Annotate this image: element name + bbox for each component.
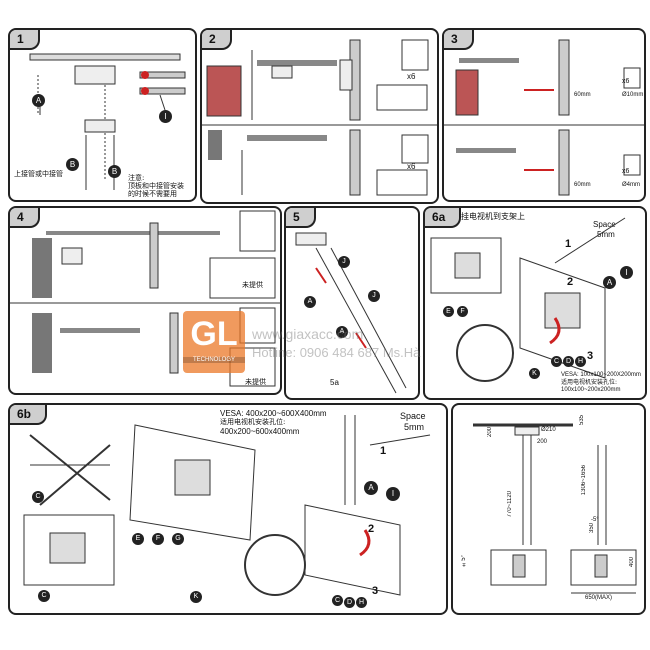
marker-h: H: [356, 597, 367, 608]
marker-e: E: [443, 306, 454, 317]
marker-c: C: [32, 491, 44, 503]
watermark-site: www.giaxacc.com: [252, 326, 364, 342]
dim-60mm: 60mm: [574, 182, 591, 188]
marker-1: 1: [565, 238, 572, 250]
marker-i: I: [386, 487, 400, 501]
marker-b: B: [66, 158, 79, 171]
vesa-note: 适用电视机安装孔位:: [561, 379, 618, 386]
marker-f: F: [457, 306, 468, 317]
note-right-2: 顶板和中接管安装: [128, 182, 184, 190]
step-5-illustration: [295, 232, 407, 394]
marker-j: J: [338, 256, 350, 268]
marker-e: E: [132, 533, 144, 545]
qty-x6: x6: [407, 72, 416, 81]
step-5-panel: 5 J A J A 5a: [284, 206, 420, 400]
dim-ceiling-diameter: Ø210: [541, 427, 556, 433]
marker-a: A: [304, 296, 316, 308]
marker-j: J: [368, 290, 380, 302]
dim-400: 400: [629, 557, 635, 568]
marker-b: B: [108, 165, 121, 178]
watermark-hotline: Hotline: 0906 484 687 Ms.Hà: [252, 345, 421, 360]
space-value: 5mm: [404, 422, 424, 432]
marker-3: 3: [372, 585, 379, 597]
dim-200-vertical: 200: [487, 427, 493, 438]
qty-x6: x6: [622, 168, 630, 175]
step-number: 3: [444, 30, 474, 50]
marker-a: A: [32, 94, 45, 107]
step-6a-panel: 6a 挂电视机到支架上 Space 5mm 1 2 3 A I E F K C …: [423, 206, 647, 400]
marker-2: 2: [567, 276, 574, 288]
step-2-panel: 2 x6 x6: [200, 28, 439, 204]
marker-d: D: [563, 356, 574, 367]
marker-k: K: [529, 368, 540, 379]
step-6b-panel: 6b VESA: 400x200~600X400mm 适用电视机安装孔位: 40…: [8, 403, 448, 615]
dim-770-1120: 770~1120: [507, 491, 513, 518]
marker-a: A: [364, 481, 378, 495]
marker-f: F: [152, 533, 164, 545]
dimensions-panel: Ø210 535 200 200 1306~1656 770~1120 350 …: [451, 403, 646, 615]
dim-200-horizontal: 200: [537, 439, 548, 445]
vesa-spec: VESA: 100x100~200X200mm: [561, 372, 641, 378]
step-1-illustration: [29, 53, 186, 190]
dim-535: 535: [579, 415, 585, 426]
step-number: 6b: [10, 405, 48, 425]
tilt-angle-2: -5°: [591, 517, 599, 523]
marker-c: C: [551, 356, 562, 367]
marker-3: 3: [587, 350, 594, 362]
logo-tech: TECHNOLOGY: [183, 357, 245, 363]
step-number: 2: [202, 30, 232, 50]
dim-hole: Ø10mm: [622, 92, 644, 98]
marker-d: D: [344, 597, 355, 608]
qty-x6: x6: [407, 162, 416, 171]
sub-step-5a: 5a: [330, 378, 339, 387]
step-6b-illustration: [23, 415, 431, 596]
step-6a-illustration: [430, 217, 626, 382]
not-provided-label: 未提供: [242, 281, 263, 289]
marker-k: K: [190, 591, 202, 603]
vesa-holes: 400x200~600x400mm: [220, 427, 300, 436]
dim-hole: Ø4mm: [622, 182, 640, 188]
space-label: Space: [593, 220, 616, 229]
note-left: 上接管或中接管: [14, 170, 63, 178]
step-2-illustration: [202, 39, 437, 196]
vesa-note: 适用电视机安装孔位:: [220, 418, 286, 426]
step-number: 6a: [425, 208, 462, 228]
marker-2: 2: [368, 523, 375, 535]
marker-1: 1: [380, 445, 387, 457]
watermark-logo: GL TECHNOLOGY: [183, 311, 245, 373]
logo-text: GL: [190, 315, 238, 353]
space-value: 5mm: [597, 230, 615, 239]
step-number: 1: [10, 30, 40, 50]
step-number: 4: [10, 208, 40, 228]
vesa-holes: 100x100~200x200mm: [561, 387, 621, 393]
dim-1306-1656: 1306~1656: [581, 465, 587, 496]
marker-h: H: [575, 356, 586, 367]
dim-60mm: 60mm: [574, 92, 591, 98]
marker-a: A: [336, 326, 348, 338]
dim-650-max: 650(MAX): [585, 595, 613, 601]
step-number: 5: [286, 208, 316, 228]
note-right-1: 注意:: [128, 174, 145, 182]
step-3-panel: 3 60mm Ø10mm x6 60mm Ø4mm x6: [442, 28, 646, 202]
marker-i: I: [620, 266, 633, 279]
vesa-spec: VESA: 400x200~600X400mm: [220, 409, 327, 418]
dim-350: 350: [589, 523, 595, 534]
space-label: Space: [400, 411, 426, 421]
panel-title: 挂电视机到支架上: [461, 212, 525, 221]
tilt-angle: ±5°: [461, 555, 467, 567]
not-provided-label: 未提供: [245, 378, 266, 386]
note-right-3: 的时候不需要用: [128, 190, 177, 198]
qty-x6: x6: [622, 78, 630, 85]
marker-g: G: [172, 533, 184, 545]
dimensions-drawing: [473, 423, 637, 594]
marker-c: C: [38, 590, 50, 602]
step-1-panel: 1 A I B B 上接管或中接管 注意: 顶板和中接管安装 的时候不需要用: [8, 28, 197, 202]
marker-a: A: [603, 276, 616, 289]
step-3-illustration: [444, 39, 644, 196]
marker-c: C: [332, 595, 343, 606]
marker-i: I: [159, 110, 172, 123]
